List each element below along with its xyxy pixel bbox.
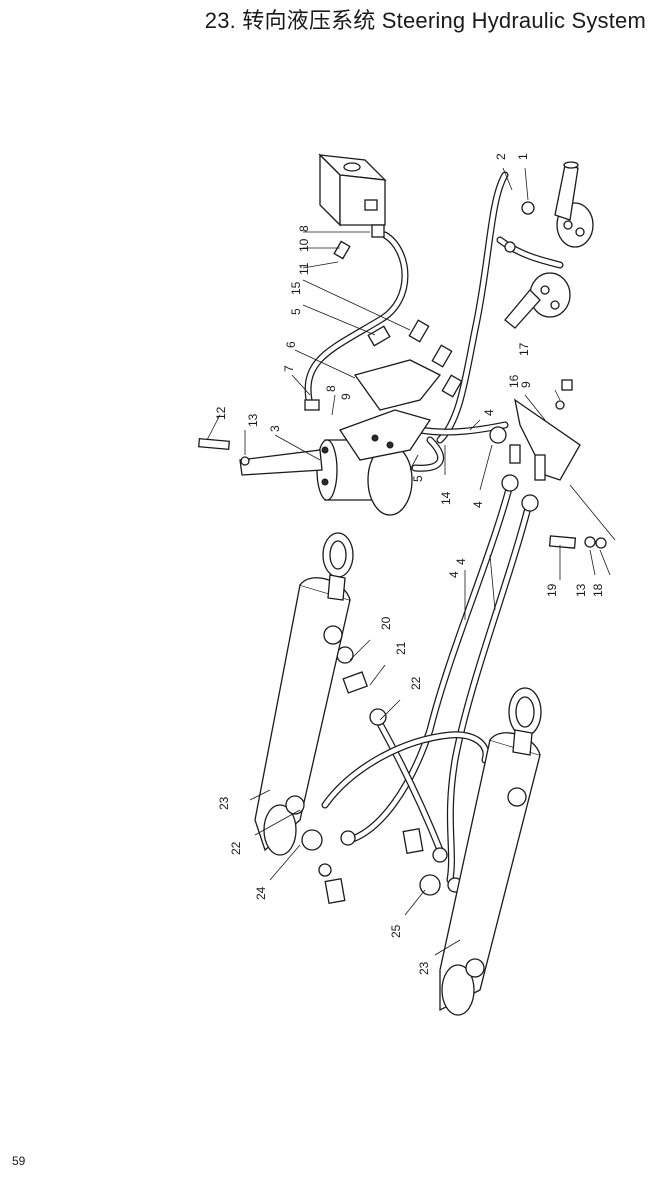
callout-labels: 1 2 3 8 10 11 15 5 6 7 8 9 12 13 5 14 4 … [214, 153, 605, 975]
control-valve-block [318, 153, 387, 238]
priority-valve-fittings [504, 161, 594, 329]
callout-6: 6 [284, 341, 298, 348]
callout-24: 24 [254, 886, 268, 900]
callout-10: 10 [297, 238, 311, 252]
callout-leaders [206, 167, 616, 956]
steering-cylinder-right [439, 687, 542, 1016]
callout-13-left: 13 [246, 413, 260, 427]
steering-unit [239, 359, 442, 516]
callout-5-top: 5 [289, 308, 303, 315]
tee-bracket [489, 398, 581, 512]
callout-1: 1 [516, 153, 530, 160]
bolts-and-seals [198, 240, 607, 904]
callout-23-right: 23 [417, 961, 431, 975]
page-number: 59 [12, 1154, 26, 1168]
callout-8-top: 8 [297, 225, 311, 232]
callout-14: 14 [439, 491, 453, 505]
callout-9-left: 9 [339, 393, 353, 400]
callout-4-b: 4 [471, 501, 485, 508]
callout-12: 12 [214, 406, 228, 420]
callout-13-right: 13 [574, 583, 588, 597]
callout-18: 18 [591, 583, 605, 597]
callout-4-c: 4 [454, 558, 468, 565]
callout-2: 2 [494, 153, 508, 160]
callout-22-left: 22 [229, 841, 243, 855]
callout-5-bottom: 5 [411, 475, 425, 482]
callout-19: 19 [545, 583, 559, 597]
page-title: 23. 转向液压系统 Steering Hydraulic System [204, 8, 646, 33]
callout-23-left: 23 [217, 796, 231, 810]
callout-4-a: 4 [482, 409, 496, 416]
callout-16: 16 [507, 374, 521, 388]
callout-22-right: 22 [409, 676, 423, 690]
callout-9-right: 9 [519, 381, 533, 388]
callout-20: 20 [379, 616, 393, 630]
callout-7: 7 [282, 365, 296, 372]
callout-3: 3 [268, 425, 282, 432]
callout-17: 17 [517, 342, 531, 356]
steering-cylinder-left [254, 532, 354, 856]
callout-15: 15 [289, 281, 303, 295]
callout-8-mid: 8 [324, 385, 338, 392]
callout-4-d: 4 [447, 571, 461, 578]
callout-21: 21 [394, 641, 408, 655]
callout-25: 25 [389, 924, 403, 938]
callout-11: 11 [297, 262, 311, 275]
